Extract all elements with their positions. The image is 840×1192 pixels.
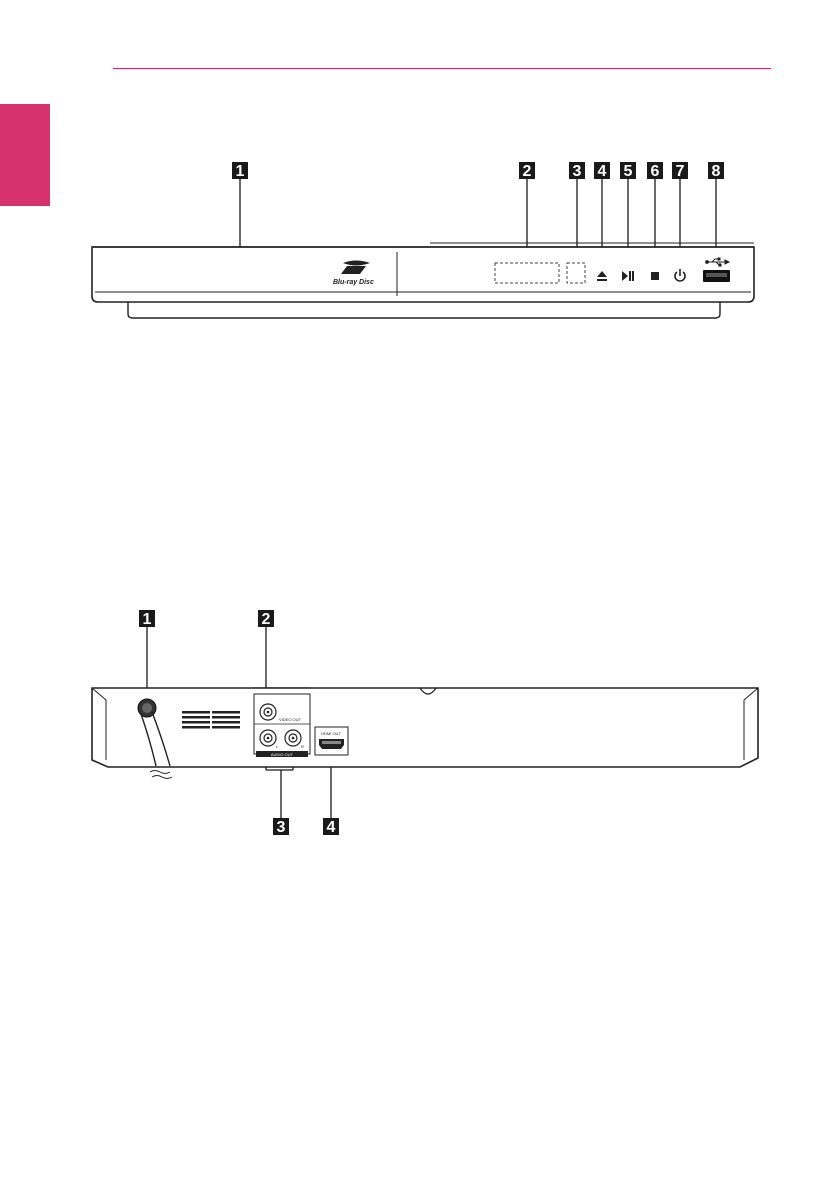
hdmi-port-pins <box>322 741 341 744</box>
front-callout-8: 8 <box>708 162 724 180</box>
front-callout-5: 5 <box>620 162 636 180</box>
rear-callout-1: 1 <box>139 610 155 628</box>
front-callout-1: 1 <box>232 162 248 180</box>
svg-text:2: 2 <box>523 163 532 180</box>
svg-text:1: 1 <box>236 163 245 180</box>
front-panel: Blu-ray Disc <box>92 162 754 318</box>
svg-text:3: 3 <box>573 163 582 180</box>
front-callout-2: 2 <box>519 162 535 180</box>
svg-text:4: 4 <box>598 163 607 180</box>
bluray-logo-text: Blu-ray Disc <box>333 279 374 286</box>
audio-out-left-jack <box>260 730 276 746</box>
video-out-label: VIDEO OUT <box>279 717 302 722</box>
rear-panel: VIDEO OUT L R AUDIO OUT HDMI OUT 1 2 3 4 <box>92 610 758 836</box>
svg-text:1: 1 <box>143 611 152 628</box>
svg-text:2: 2 <box>262 611 271 628</box>
front-callout-3: 3 <box>569 162 585 180</box>
stop-icon[interactable] <box>651 272 659 280</box>
front-panel-base <box>128 302 720 318</box>
audio-out-label: AUDIO OUT <box>271 752 294 757</box>
svg-text:8: 8 <box>712 163 721 180</box>
rear-callout-3: 3 <box>273 818 289 836</box>
svg-text:3: 3 <box>277 819 286 836</box>
rear-callout-2: 2 <box>258 610 274 628</box>
front-callout-6: 6 <box>647 162 663 180</box>
usb-port-slot <box>706 273 727 277</box>
front-callout-7: 7 <box>672 162 688 180</box>
hdmi-out-label: HDMI OUT <box>321 731 341 736</box>
video-out-jack <box>260 704 276 720</box>
audio-out-right-jack <box>285 730 301 746</box>
audio-right-label: R <box>301 744 304 749</box>
rear-callout-4: 4 <box>323 818 339 836</box>
front-callout-4: 4 <box>594 162 610 180</box>
svg-text:6: 6 <box>651 163 660 180</box>
svg-text:5: 5 <box>624 163 633 180</box>
svg-text:7: 7 <box>676 163 685 180</box>
svg-text:4: 4 <box>327 819 336 836</box>
